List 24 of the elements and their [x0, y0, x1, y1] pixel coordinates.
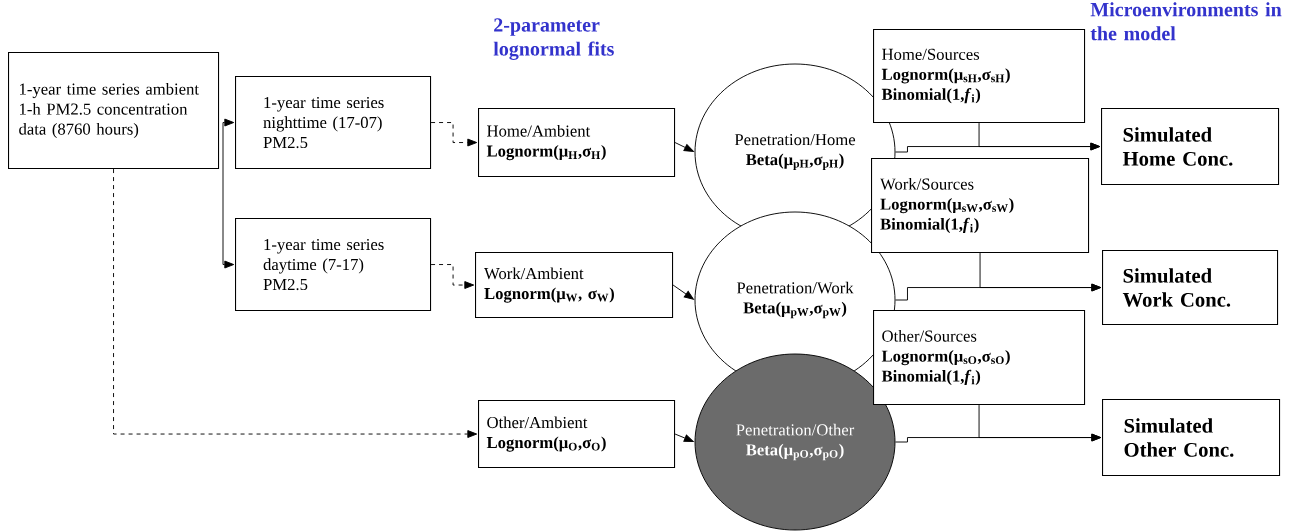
arrow [674, 142, 694, 152]
section-heading: 2-parameter lognormal fits [493, 18, 614, 60]
data-box: 1-year time series ambient 1-h PM2.5 concentration data (8760 hours) [8, 52, 220, 170]
distribution-box: Other/Ambient Lognorm(μ$_{O}$,σ$_{O}$) [478, 400, 676, 469]
output-box: Simulated Other Conc. [1102, 399, 1281, 477]
arrow [674, 433, 694, 442]
arrow [979, 252, 1102, 292]
arrow [430, 264, 475, 289]
arrow [672, 284, 694, 300]
arrow [222, 118, 235, 269]
arrow [978, 122, 1101, 151]
section-heading: Microenvironments in the model [1090, 2, 1282, 41]
output-box: Simulated Home Conc. [1101, 108, 1280, 186]
distribution-box: Home/Ambient Lognorm(μ$_{H}$,σ$_{H}$) [478, 108, 676, 178]
arrow [430, 122, 478, 147]
source-box: Other/Sources Lognorm(μ$_{sO}$,σ$_{sO}$) Binomial(1,f$_{i}$) [873, 310, 1086, 406]
data-box: 1-year time series daytime (7-17) PM2.5 [235, 218, 432, 312]
output-box: Simulated Work Conc. [1102, 250, 1279, 326]
arrow [978, 404, 1102, 442]
data-box: 1-year time series nighttime (17-07) PM2.5 [235, 76, 432, 170]
arrow [113, 168, 478, 438]
source-box: Work/Sources Lognorm(μ$_{sW}$,σ$_{sW}$) Binomial(1,f$_{i}$) [871, 158, 1090, 254]
distribution-box: Work/Ambient Lognorm(μ$_{W}$, σ$_{W}$) [475, 252, 674, 319]
source-box: Home/Sources Lognorm(μ$_{sH}$,σ$_{sH}$) Binomial(1,f$_{i}$) [873, 29, 1086, 124]
